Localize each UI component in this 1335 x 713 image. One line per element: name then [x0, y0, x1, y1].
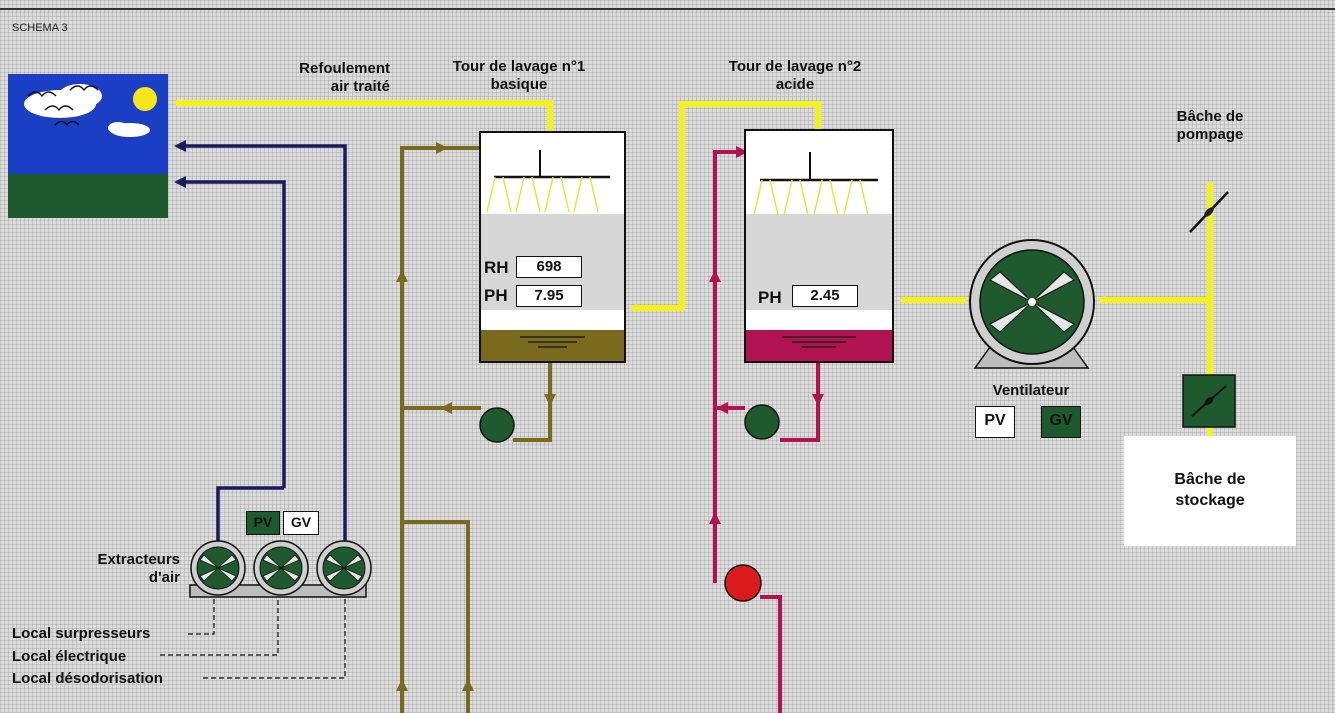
pump-tank-valve-icon [1189, 191, 1229, 233]
acid-feed-pump[interactable] [724, 564, 762, 602]
legend-local-surpresseurs: Local surpresseurs [12, 625, 151, 642]
fan-icon[interactable] [969, 239, 1095, 369]
storage-tank-label-1: Bâche de [1174, 471, 1246, 488]
storage-tank: Bâche de stockage [1124, 436, 1296, 546]
treated-air-line [173, 99, 553, 132]
fan-pv-button[interactable]: PV [975, 406, 1015, 438]
tower-1-ph-value: 7.95 [516, 285, 582, 307]
extractor-gv-button[interactable]: GV [283, 511, 319, 535]
top-border [0, 8, 1335, 10]
legend-local-electrique: Local électrique [12, 648, 127, 665]
legend-local-desodorisation: Local désodorisation [12, 670, 163, 687]
fan-gv-button[interactable]: GV [1041, 406, 1081, 438]
fan-label: Ventilateur [992, 382, 1070, 399]
tower-2-ph-label: PH [758, 288, 782, 307]
air-extractors[interactable] [189, 540, 372, 598]
washing-tower-1 [479, 131, 626, 363]
pump-tower-1[interactable] [479, 407, 515, 443]
washing-tower-2 [744, 129, 894, 363]
schema-title: SCHEMA 3 [12, 22, 68, 34]
tower-1-ph-label: PH [484, 286, 508, 305]
pump-tower-2[interactable] [744, 404, 780, 440]
storage-tank-label-2: stockage [1175, 492, 1245, 509]
tower-1-rh-label: RH [484, 258, 509, 277]
extractor-pv-button[interactable]: PV [246, 511, 280, 535]
storage-valve-icon[interactable] [1182, 374, 1236, 428]
tower-1-rh-value: 698 [516, 256, 582, 278]
tower-2-ph-value: 2.45 [792, 285, 858, 307]
extract-air-lines [174, 140, 347, 556]
legend-connectors [160, 598, 346, 679]
outside-air-icon [8, 74, 168, 218]
